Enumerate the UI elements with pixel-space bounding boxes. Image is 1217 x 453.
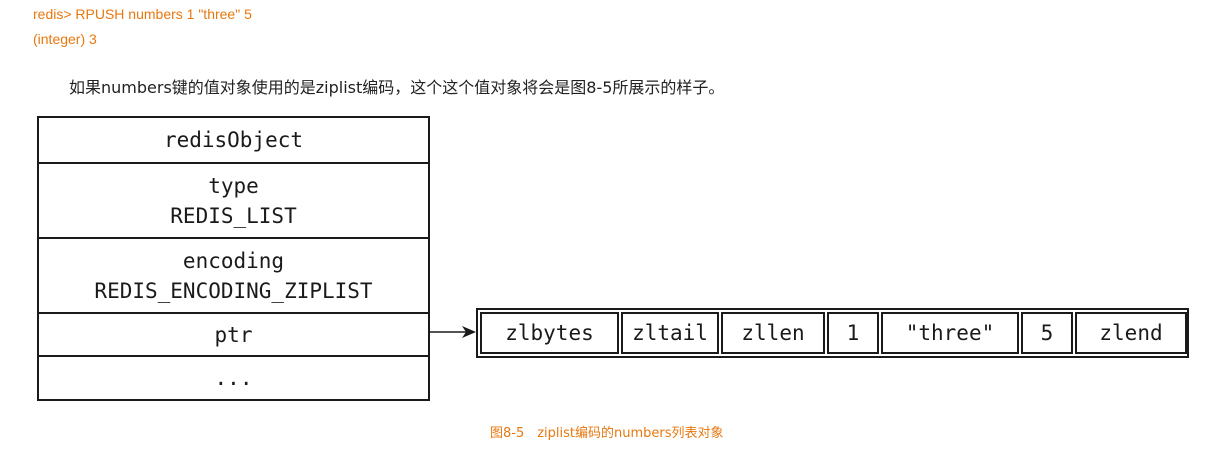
ellipsis-field: ... [39, 357, 428, 399]
encoding-field-label: encoding [182, 248, 285, 273]
type-field-value: REDIS_LIST [170, 203, 297, 228]
redis-object-diagram: redisObject type REDIS_LIST encoding RED… [37, 116, 430, 401]
ziplist-diagram: zlbytes zltail zllen 1 "three" 5 zlend [476, 308, 1189, 358]
pointer-arrow-icon [430, 326, 476, 338]
figure-caption: 图8-5 ziplist编码的numbers列表对象 [490, 426, 724, 441]
type-field-label: type [208, 173, 259, 198]
type-field: type REDIS_LIST [39, 164, 428, 239]
body-paragraph: 如果numbers键的值对象使用的是ziplist编码，这个这个值对象将会是图8… [69, 78, 725, 97]
encoding-field: encoding REDIS_ENCODING_ZIPLIST [39, 239, 428, 314]
encoding-field-value: REDIS_ENCODING_ZIPLIST [94, 278, 373, 303]
ziplist-cell-zlbytes: zlbytes [480, 312, 619, 354]
ziplist-cell-zlend: zlend [1075, 312, 1187, 354]
redis-object-header: redisObject [39, 118, 428, 164]
redis-object-header-label: redisObject [163, 128, 304, 152]
ptr-field: ptr [39, 314, 428, 357]
ziplist-cell-zllen: zllen [721, 312, 825, 354]
ziplist-cell-entry-5: 5 [1021, 312, 1073, 354]
ziplist-cell-entry-1: 1 [827, 312, 879, 354]
ziplist-cell-entry-three: "three" [881, 312, 1019, 354]
ellipsis-label: ... [214, 366, 253, 390]
ziplist-cell-zltail: zltail [621, 312, 719, 354]
ptr-field-label: ptr [214, 322, 253, 347]
code-result: (integer) 3 [33, 31, 97, 47]
code-command: redis> RPUSH numbers 1 "three" 5 [33, 6, 252, 22]
